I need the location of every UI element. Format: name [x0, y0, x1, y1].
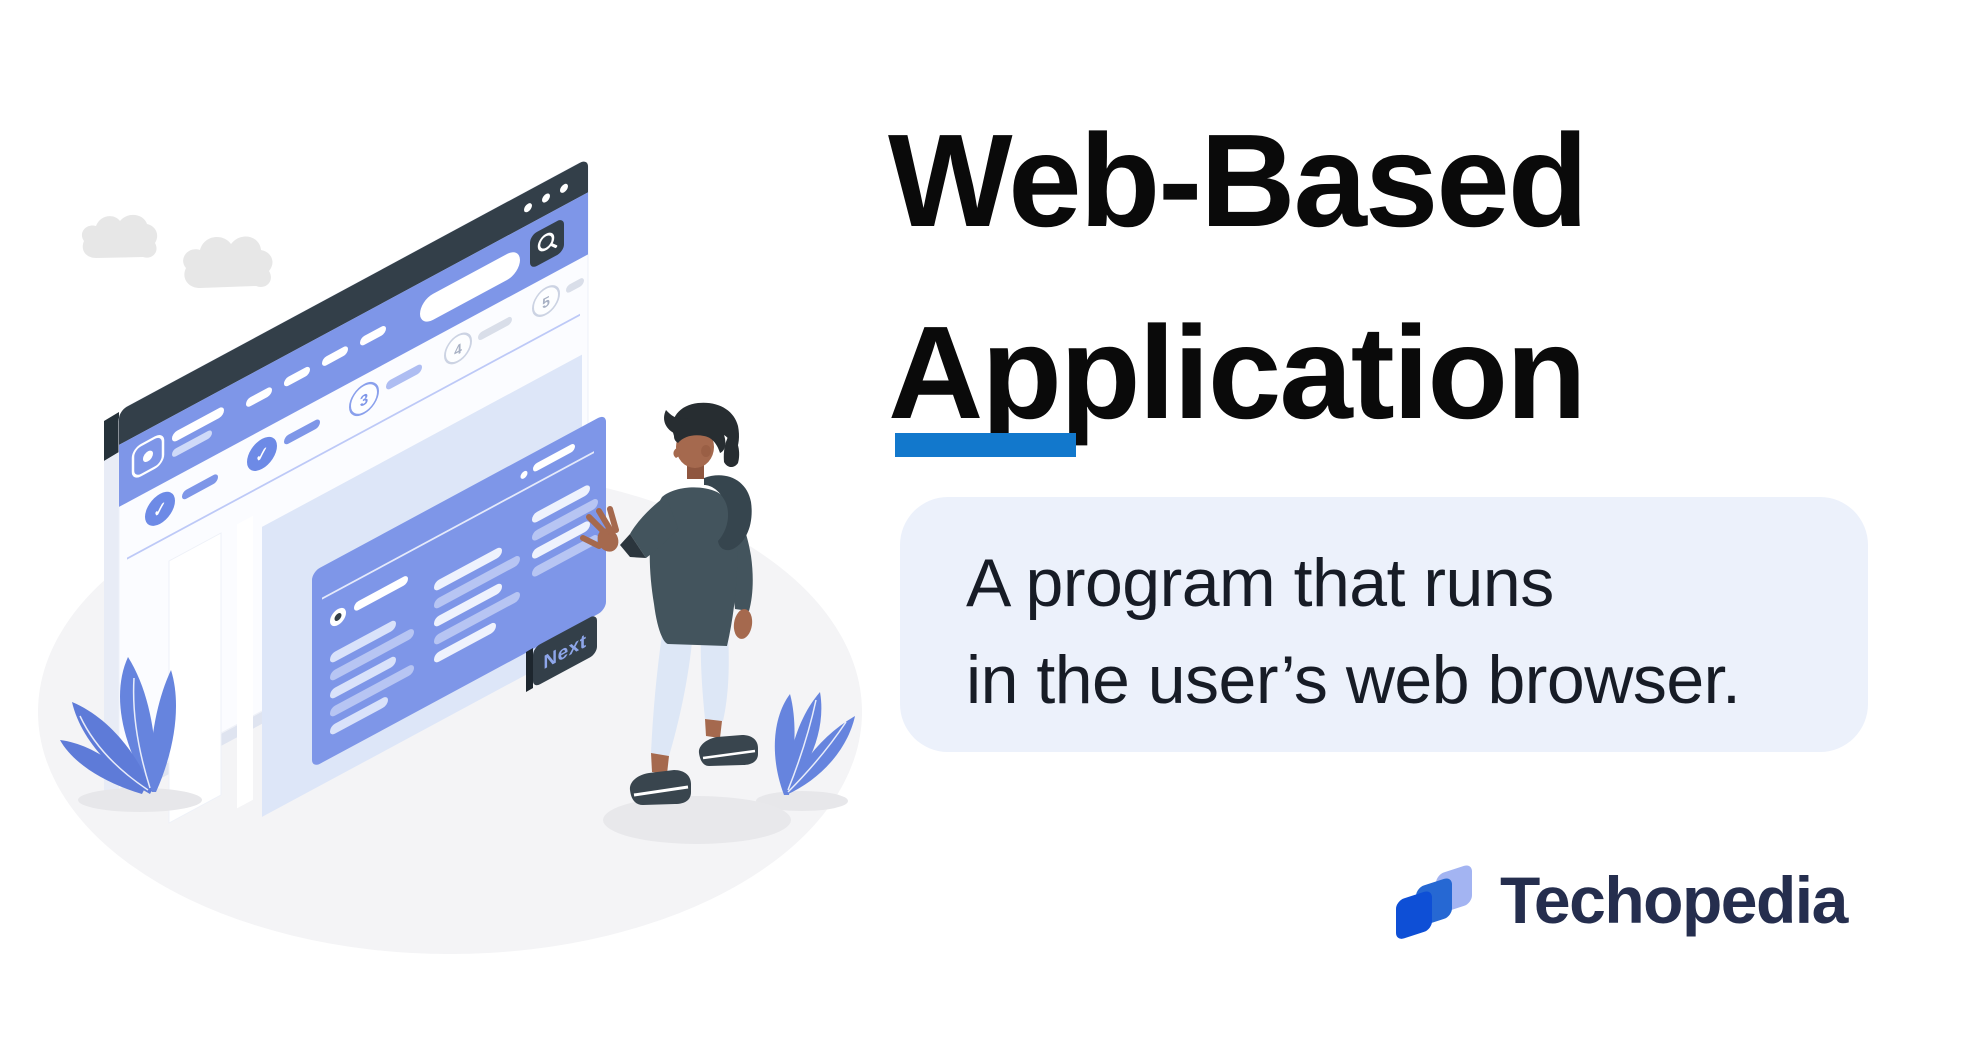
plant-right [774, 692, 855, 795]
hero-illustration: ✓ ✓ 3 4 5 [38, 161, 862, 954]
window-toolbar [119, 192, 588, 507]
content-column [237, 515, 253, 809]
page-title-line1: Web-Based [888, 107, 1588, 254]
step-number: 4 [454, 340, 462, 360]
page-title-line2: Application [888, 299, 1587, 446]
next-button-edge [526, 648, 533, 692]
title-accent-underline [895, 433, 1076, 457]
form-rows [330, 485, 598, 735]
check-icon: ✓ [153, 497, 166, 522]
check-icon: ✓ [255, 442, 268, 467]
cloud-icon [81, 214, 158, 258]
search-icon [530, 220, 564, 267]
person-hand [580, 506, 619, 552]
person-hair [664, 402, 740, 468]
step-number: 3 [360, 390, 368, 411]
techopedia-logo-icon [1396, 865, 1472, 939]
definition-line2: in the user’s web browser. [966, 642, 1741, 718]
content-column [168, 532, 222, 824]
step-number: 5 [542, 293, 550, 313]
definition-card: A program that runs in the user’s web br… [900, 497, 1868, 752]
page-title: Web-Based Application [888, 85, 1588, 469]
radio-icon [330, 607, 346, 627]
person-shadow [603, 796, 791, 844]
window-titlebar [119, 161, 588, 445]
plant-left [60, 657, 176, 794]
shoes [629, 735, 758, 805]
plant-shadow [78, 788, 202, 812]
clouds [81, 214, 273, 288]
hood [704, 475, 752, 551]
brand-lockup: Techopedia [1396, 848, 1848, 952]
brand-name: Techopedia [1500, 863, 1848, 937]
plant-shadow [756, 791, 848, 811]
search-field [420, 252, 520, 322]
person [580, 402, 758, 805]
cloud-icon [183, 236, 273, 288]
menu-dashes [246, 325, 386, 407]
person-hand [733, 609, 753, 639]
site-title-bar [172, 407, 224, 442]
form-card [312, 416, 606, 765]
site-subtitle-bar [172, 430, 212, 457]
window-control-dots [524, 183, 568, 213]
stepper: ✓ ✓ 3 4 5 [127, 278, 584, 560]
app-logo-icon [131, 435, 165, 478]
definition-line1: A program that runs [966, 545, 1554, 621]
